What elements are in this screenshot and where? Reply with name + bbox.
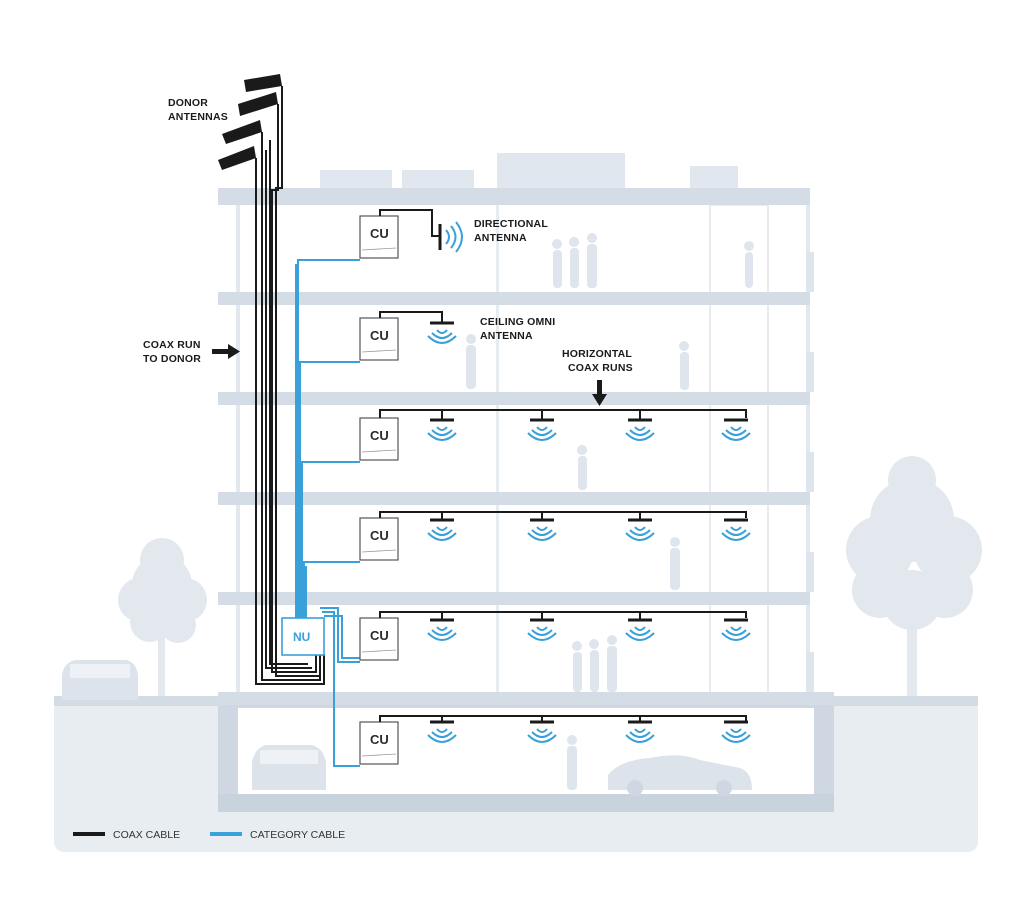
car-basement-side (608, 755, 752, 796)
tree-right (846, 456, 982, 696)
nu-unit: NU (281, 617, 325, 656)
horizontal-coax-run-basement (379, 715, 751, 743)
donor-antennas-label-line1: DONOR (168, 97, 208, 109)
building-wall-left (236, 190, 240, 700)
tree-left (118, 538, 207, 696)
roof-slab (218, 188, 810, 205)
horizontal-coax-run-floor-4 (379, 409, 751, 441)
cu-unit-floor-2: CU (359, 617, 399, 661)
legend-category-label: CATEGORY CABLE (250, 829, 345, 841)
coax-run-label-line2: TO DONOR (143, 353, 201, 365)
legend-coax-label: COAX CABLE (113, 829, 180, 841)
floor-slab-5 (218, 292, 810, 305)
balcony-stub (806, 552, 814, 592)
legend-coax-swatch (73, 832, 105, 836)
roof-box-3 (497, 153, 625, 190)
floor-slab-4 (218, 392, 810, 405)
svg-text:CU: CU (370, 328, 389, 343)
building-interior-wall (496, 205, 499, 695)
legend-category-swatch (210, 832, 242, 836)
roof-box-1 (320, 170, 392, 190)
balcony-stub (806, 652, 814, 692)
horizontal-coax-arrow-icon (592, 380, 607, 406)
floor-slab-3 (218, 492, 810, 505)
ceiling-omni-label-line2: ANTENNA (480, 330, 533, 342)
svg-text:CU: CU (370, 732, 389, 747)
roof-box-4 (690, 166, 738, 190)
balcony-stub (806, 352, 814, 392)
ceiling-omni-label-line1: CEILING OMNI (480, 316, 555, 328)
svg-text:CU: CU (370, 628, 389, 643)
roof-box-2 (402, 170, 474, 190)
floor-slab-1 (218, 692, 834, 705)
floor-slab-2 (218, 592, 810, 605)
svg-text:CU: CU (370, 428, 389, 443)
cu-unit-floor-3: CU (359, 517, 399, 561)
cu-unit-floor-5: CU (359, 317, 399, 361)
svg-text:CU: CU (370, 528, 389, 543)
horizontal-coax-run-floor-3 (379, 511, 751, 541)
directional-antenna-label-line2: ANTENNA (474, 232, 527, 244)
svg-text:CU: CU (370, 226, 389, 241)
horizontal-coax-run-floor-2 (379, 611, 751, 641)
coax-run-label-line1: COAX RUN (143, 339, 201, 351)
horizontal-coax-label-line1: HORIZONTAL (562, 348, 632, 360)
cu-unit-floor-4: CU (359, 417, 399, 461)
people-group (466, 233, 754, 790)
directional-antenna-label-line1: DIRECTIONAL (474, 218, 548, 230)
horizontal-coax-label-line2: COAX RUNS (568, 362, 633, 374)
balcony-stub (806, 452, 814, 492)
category-cable (295, 259, 360, 767)
cu-unit-floor-6: CU (359, 215, 399, 259)
coax-run-arrow-icon (212, 344, 240, 359)
ceiling-omni-antenna (379, 311, 457, 344)
directional-antenna (379, 209, 463, 253)
svg-text:NU: NU (293, 630, 310, 644)
car-street (62, 660, 138, 700)
legend: COAX CABLE CATEGORY CABLE (73, 829, 345, 841)
basement-floor (218, 794, 834, 812)
car-basement-front (252, 745, 326, 790)
cu-unit-basement: CU (359, 721, 399, 765)
donor-antennas (218, 74, 282, 170)
coax-run-to-donor (255, 86, 325, 685)
donor-antennas-label-line2: ANTENNAS (168, 111, 228, 123)
balcony-stub (806, 252, 814, 292)
building-wall-right (806, 190, 810, 700)
